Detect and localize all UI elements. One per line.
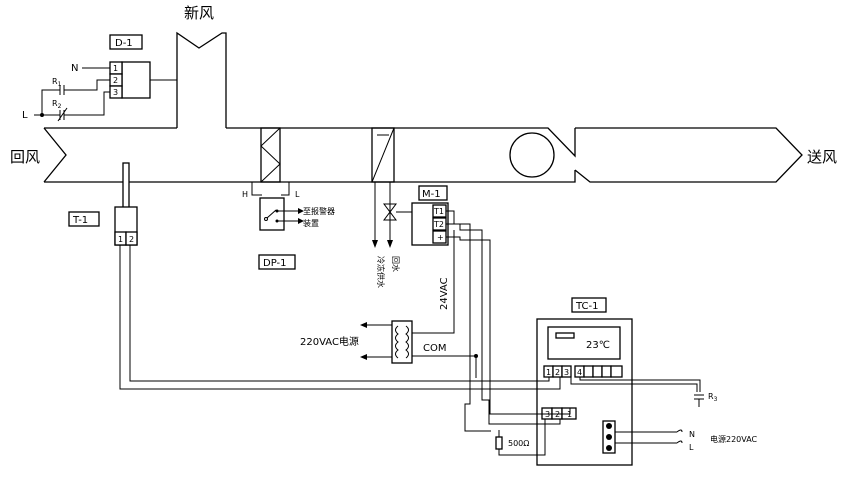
t1-tag bbox=[68, 211, 100, 227]
supply-air-duct bbox=[574, 127, 803, 183]
power220-label: 电源220VAC bbox=[710, 434, 758, 444]
chilled-supply-arrow bbox=[372, 240, 378, 248]
m1-label: M-1 bbox=[422, 189, 441, 200]
tc1-label: TC-1 bbox=[575, 301, 598, 312]
tc1-tag bbox=[571, 297, 607, 313]
tc1-top-terminal-4: 4 bbox=[577, 368, 582, 377]
tc1-n-label: N bbox=[689, 430, 695, 439]
n-label: N bbox=[71, 63, 78, 74]
r3-wiring: R3 bbox=[570, 377, 718, 407]
res500-label: 500Ω bbox=[508, 439, 529, 448]
tc1-top-terminal-2: 2 bbox=[555, 368, 560, 377]
dp1-l-label: L bbox=[295, 190, 300, 199]
vac24-label: 24VAC bbox=[439, 277, 450, 310]
tc1-power-wiring: N L 电源220VAC bbox=[615, 429, 758, 452]
fresh-air-inlet bbox=[176, 31, 227, 128]
t1-terminal-2: 2 bbox=[129, 235, 134, 244]
transformer: 220VAC电源 COM 24VAC bbox=[300, 277, 450, 364]
fresh-air-label: 新风 bbox=[184, 4, 214, 22]
tc1-display bbox=[547, 326, 621, 360]
chilled-return-arrow bbox=[387, 240, 393, 248]
d1-terminal-1: 1 bbox=[113, 64, 118, 73]
l-label: L bbox=[22, 110, 28, 121]
d1-body bbox=[121, 61, 151, 99]
t1-probe bbox=[122, 162, 130, 209]
dp1-tag bbox=[258, 254, 296, 270]
return-air-label: 回风 bbox=[10, 148, 40, 166]
tc1-controller: TC-1 23℃ 1 2 3 4 3 2 1 bbox=[536, 297, 633, 466]
tc1-top-terminal-1: 1 bbox=[546, 368, 551, 377]
m1-actuator: M-1 T1 T2 + bbox=[411, 185, 449, 246]
d1-label: D-1 bbox=[115, 38, 133, 49]
supply-air-label: 送风 bbox=[807, 148, 837, 166]
vac220-label: 220VAC电源 bbox=[300, 335, 359, 348]
d1-terminal-2: 2 bbox=[113, 76, 118, 85]
fan-housing-bottom bbox=[520, 170, 576, 183]
transformer-primary-coil bbox=[395, 325, 399, 359]
transformer-body bbox=[391, 320, 413, 364]
transformer-secondary-coil bbox=[405, 325, 409, 359]
t1-terminal-1: 1 bbox=[118, 235, 123, 244]
cooling-coil-icon bbox=[371, 127, 395, 183]
d1-device: D-1 1 2 3 bbox=[109, 34, 177, 99]
valve-icon bbox=[383, 203, 397, 213]
d1-tag bbox=[109, 34, 143, 50]
m1-terminal-t2: T2 bbox=[433, 220, 444, 229]
air-duct bbox=[43, 31, 803, 183]
fan-housing-top bbox=[520, 127, 576, 158]
tc1-display-temp: 23℃ bbox=[586, 340, 610, 351]
r3-label: R3 bbox=[708, 392, 718, 403]
t1-label: T-1 bbox=[72, 215, 88, 226]
dp1-device: H L 至报警器 装置 DP-1 bbox=[242, 182, 335, 270]
dp1-h-label: H bbox=[242, 190, 248, 199]
chilled-return-label: 回水 bbox=[391, 256, 401, 272]
dp1-label: DP-1 bbox=[263, 258, 286, 269]
chilled-water-piping: 冷冻供水 回水 bbox=[372, 182, 412, 288]
tc1-top-terminal-3: 3 bbox=[564, 368, 569, 377]
t1-device: 1 2 T-1 bbox=[68, 162, 138, 246]
control-wiring: 500Ω bbox=[119, 210, 571, 456]
chilled-supply-label: 冷冻供水 bbox=[376, 256, 386, 288]
return-air-duct-end bbox=[43, 127, 67, 183]
tc1-display-indicator bbox=[555, 332, 575, 339]
filter-icon bbox=[260, 127, 281, 183]
d1-terminal-3: 3 bbox=[113, 88, 118, 97]
m1-tag bbox=[418, 185, 448, 201]
com-label: COM bbox=[423, 343, 446, 354]
tc1-l-label: L bbox=[689, 443, 694, 452]
resistor-500-icon bbox=[495, 436, 503, 450]
fan-icon bbox=[509, 132, 555, 178]
d1-wiring: N L R1 R2 bbox=[22, 63, 110, 122]
r2-label: R2 bbox=[52, 99, 62, 110]
r1-label: R1 bbox=[52, 77, 62, 88]
m1-terminal-t1: T1 bbox=[433, 207, 444, 216]
alarm-label-1: 至报警器 bbox=[303, 206, 335, 216]
m1-terminal-plus: + bbox=[437, 233, 444, 242]
alarm-label-2: 装置 bbox=[303, 218, 319, 228]
